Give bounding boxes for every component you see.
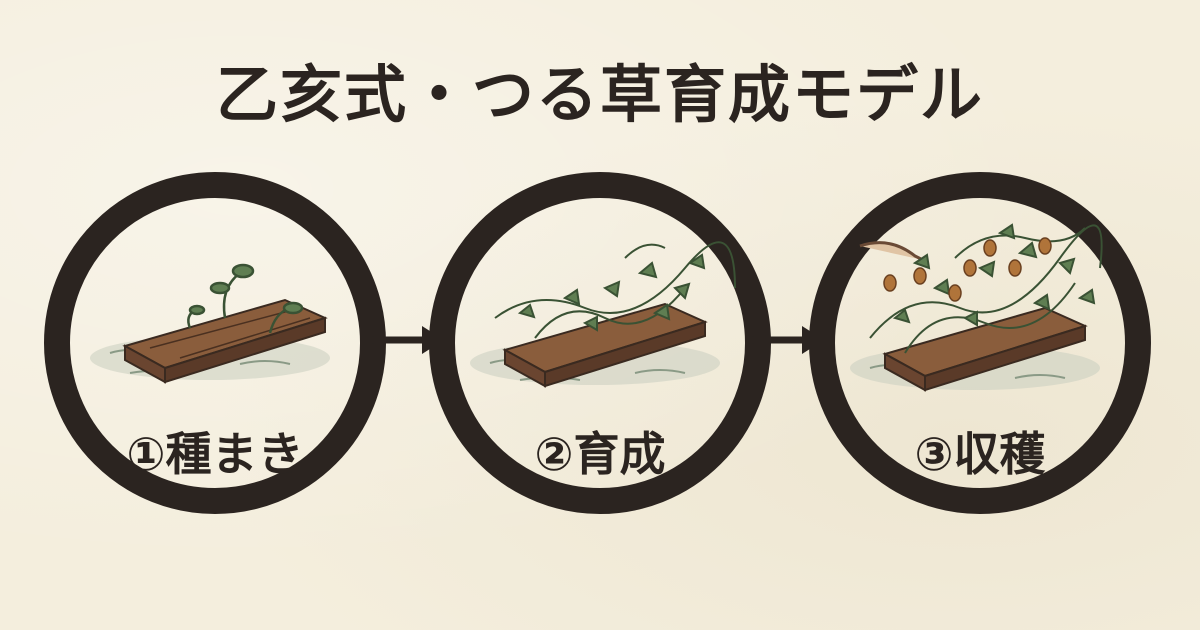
- stage-growing: ②育成: [425, 168, 775, 518]
- wood-plank: [122, 298, 328, 384]
- enso-ring: [809, 172, 1151, 514]
- stage-label-harvest: ③収穫: [914, 427, 1046, 481]
- stage-sowing: ①種まき: [40, 168, 390, 518]
- vines: [869, 223, 1103, 354]
- stage-label-growing: ②育成: [534, 427, 666, 481]
- harvest-illustration: [809, 172, 1151, 514]
- sprouts: [187, 263, 304, 334]
- wood-plank: [502, 302, 708, 388]
- fruits: [883, 237, 1052, 302]
- vines: [494, 241, 736, 339]
- page-title: 乙亥式・つる草育成モデル: [215, 58, 984, 131]
- hand-icon: [859, 241, 924, 262]
- wood-plank: [882, 306, 1088, 392]
- stage-label-sowing: ①種まき: [126, 427, 304, 481]
- stage-harvest: ③収穫: [805, 168, 1155, 518]
